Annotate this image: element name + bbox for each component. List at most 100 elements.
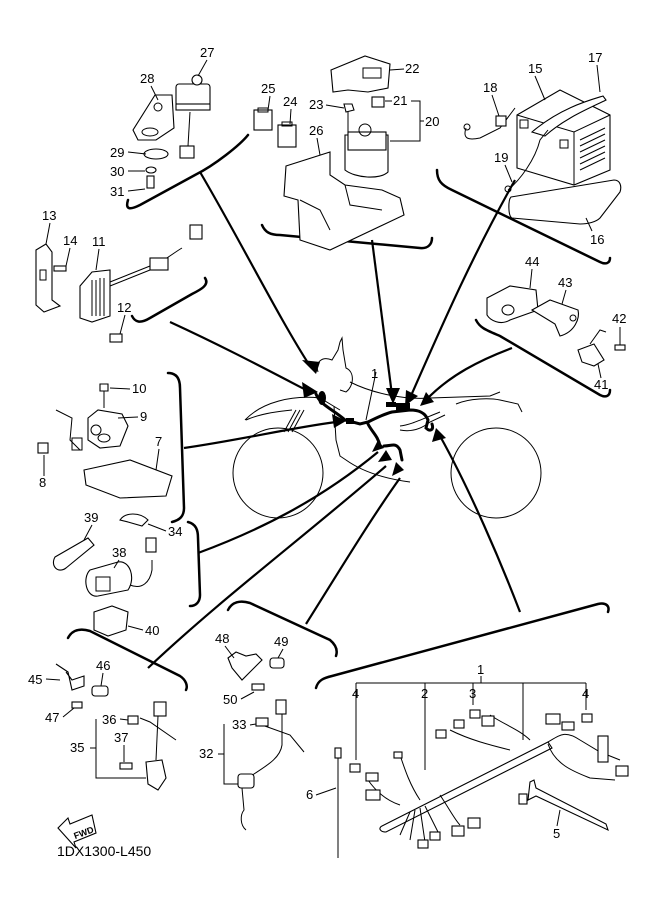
callout-line-sensor [199,171,311,367]
harness-connector [346,418,354,424]
part-26-tray [283,151,405,251]
part-42-bolt [614,344,626,351]
leader-25 [267,95,271,111]
leader-27 [197,59,208,77]
leader-31 [127,188,146,192]
callout-46: 46 [96,658,110,673]
part-7-bracket [55,409,173,499]
leader-17 [596,64,601,93]
motorcycle-outline [232,336,542,519]
callout-34: 34 [168,524,182,539]
callout-23: 23 [309,97,323,112]
group-bracket-sensor [125,133,250,210]
leader-26 [316,137,321,156]
group-bracket-unit [166,371,186,524]
callout-31: 31 [110,184,124,199]
callout-35: 35 [70,740,84,755]
leader-34 [147,523,167,532]
part-8-screw [37,442,49,454]
leader-46 [100,672,104,687]
part-11-rectifier [79,224,203,323]
harness-branch [366,422,404,462]
callout-45: 45 [28,672,42,687]
callout-37: 37 [114,730,128,745]
part-18-battery-cable [463,107,516,140]
callout-27: 27 [200,45,214,60]
part-35-switch [139,701,177,791]
leader-line-1 [365,371,377,421]
callout-9: 9 [140,409,147,424]
leader-19 [504,164,513,183]
part-37-bolt [119,762,133,770]
leader-48 [224,645,235,659]
leader-40 [127,625,144,631]
callout-48: 48 [215,631,229,646]
callout-50: 50 [223,692,237,707]
part-40-bracket [93,605,129,637]
callout-7: 7 [155,434,162,449]
fwd-arrow-icon: FWD [57,814,97,849]
part-30-washer [145,166,157,174]
part-19-battery-cable [504,129,549,193]
part-39-tape [52,537,95,571]
group-bracket-relay [260,223,434,250]
callout-42: 42 [612,311,626,326]
part-16-battery-tray [508,179,622,225]
callout-49: 49 [274,634,288,649]
callout-3: 3 [469,686,476,701]
callout-4-left: 4 [352,686,359,701]
leader-15 [534,75,546,101]
leader-33 [249,723,257,726]
bracket-35 [90,719,146,779]
callout-26: 26 [309,123,323,138]
leader-13 [45,222,51,245]
group-bracket-condenser [186,520,202,608]
leader-49 [277,648,284,659]
leader-23 [325,104,345,109]
callout-33: 33 [232,717,246,732]
callout-line-relay [370,239,394,396]
callout-2: 2 [421,686,428,701]
callout-29: 29 [110,145,124,160]
callout-11: 11 [92,234,106,249]
leader-12 [119,314,126,335]
callout-line-condenser [197,451,379,555]
leader-28 [150,85,159,101]
part-24-relay [277,121,297,148]
leader-7 [155,448,160,471]
callout-28: 28 [140,71,154,86]
part-17-battery-band [530,95,607,137]
callout-13: 13 [42,208,56,223]
leader-24 [289,108,292,125]
callout-41: 41 [594,377,608,392]
part-41-sensor [577,329,607,367]
callout-36: 36 [102,712,116,727]
group-bracket-switch35 [66,628,188,692]
callout-39: 39 [84,510,98,525]
callout-15: 15 [528,61,542,76]
callout-14: 14 [63,233,77,248]
part-44-cover [486,285,539,324]
part-31-screw [146,175,155,189]
leader-6 [315,787,337,796]
leader-39 [83,524,93,541]
bracket-20-21 [390,100,424,142]
part-14-bolt [53,265,67,272]
callout-25: 25 [261,81,275,96]
group-bracket-harness [314,602,610,690]
callout-line-harness [439,435,522,613]
leader-10 [109,387,131,390]
part-27-sensor [175,74,211,159]
part-32-switch [237,699,305,831]
part-48-bracket [227,651,263,681]
callout-30: 30 [110,164,124,179]
callout-22: 22 [405,61,419,76]
callout-47: 47 [45,710,59,725]
bracket-32 [218,724,238,785]
callout-19: 19 [494,150,508,165]
part-43-bracket [530,299,579,337]
harness-connector [396,403,410,410]
part-21-fuse [371,96,385,108]
part-25-relay [253,107,273,131]
